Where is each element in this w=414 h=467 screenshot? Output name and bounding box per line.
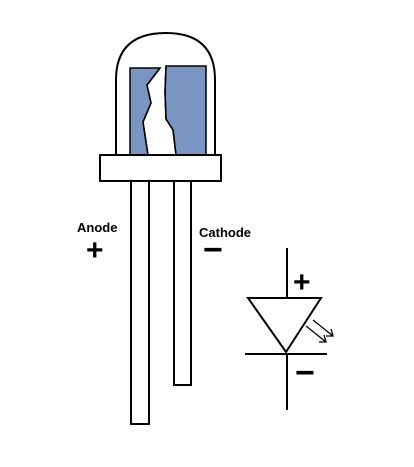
- anode-plus-sign: +: [86, 234, 104, 267]
- cathode-label: Cathode: [199, 225, 251, 240]
- cathode-minus-sign: −: [203, 231, 223, 269]
- symbol-minus-sign: −: [295, 354, 315, 392]
- led-component: [99, 31, 222, 425]
- anode-label: Anode: [77, 220, 118, 235]
- led-whisker: [142, 67, 161, 156]
- diode-triangle: [246, 297, 323, 354]
- led-whisker-edge: [164, 65, 177, 156]
- anode-lead: [130, 180, 150, 425]
- cathode-lead: [173, 180, 192, 386]
- emission-arrows: [305, 319, 334, 343]
- symbol-plus-sign: +: [293, 266, 311, 299]
- led-schematic-symbol: [245, 248, 334, 410]
- led-base-flange: [99, 154, 222, 182]
